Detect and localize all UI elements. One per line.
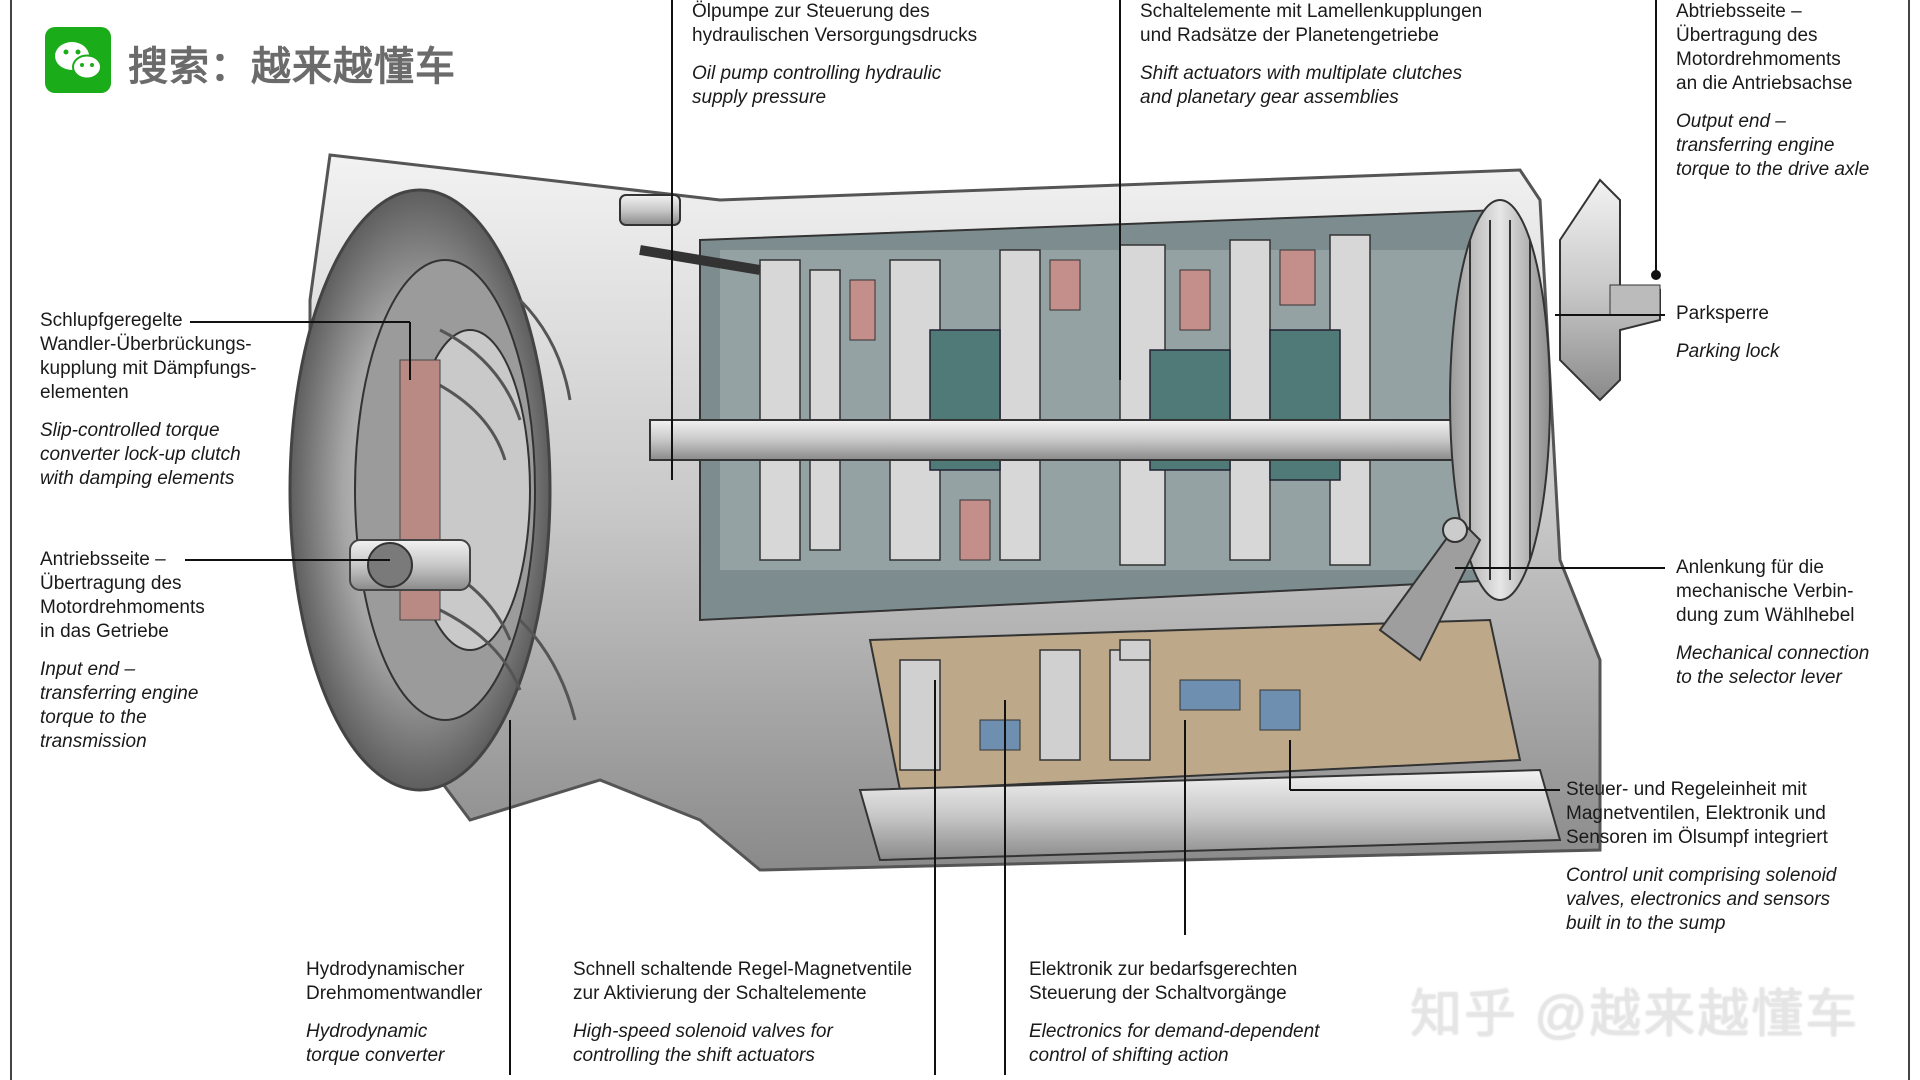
label-input-end: Antriebsseite – Übertragung des Motordre… [40,548,205,754]
label-lockup-clutch: Schlupfgeregelte Wandler-Überbrückungs- … [40,309,257,491]
label-control-unit-de: Steuer- und Regeleinheit mit Magnetventi… [1566,779,1828,848]
label-solenoid-valves-de: Schnell schaltende Regel-Magnetventile z… [573,959,913,1004]
valve-body [858,618,1562,862]
label-selector-link-en: Mechanical connection to the selector le… [1676,643,1870,688]
wechat-logo [45,27,111,93]
right-border [1908,0,1910,1080]
label-output-end: Abtriebsseite – Übertragung des Motordre… [1676,0,1869,182]
leader-lines [185,0,1665,1075]
label-parking-lock: Parksperre Parking lock [1676,302,1780,364]
label-shift-elements-de: Schaltelemente mit Lamellenkupplungen un… [1140,1,1483,46]
left-border [10,0,12,1080]
label-torque-converter-en: Hydrodynamic torque converter [306,1021,445,1066]
output-flange [1559,178,1661,402]
label-oil-pump: Ölpumpe zur Steuerung des hydraulischen … [692,0,977,110]
zhihu-watermark: 知乎 @越来越懂车 [1410,986,1860,1044]
label-control-unit: Steuer- und Regeleinheit mit Magnetventi… [1566,778,1836,936]
label-electronics-en: Electronics for demand-dependent control… [1029,1021,1320,1066]
label-torque-converter: Hydrodynamischer Drehmomentwandler Hydro… [306,958,482,1068]
label-oil-pump-en: Oil pump controlling hydraulic supply pr… [692,63,942,108]
label-parking-lock-en: Parking lock [1676,341,1780,362]
label-selector-link: Anlenkung für die mechanische Verbin- du… [1676,556,1869,690]
oil-pump-cap [619,194,761,275]
label-solenoid-valves: Schnell schaltende Regel-Magnetventile z… [573,958,912,1068]
label-electronics: Elektronik zur bedarfsgerechten Steuerun… [1029,958,1319,1068]
label-shift-elements-en: Shift actuators with multiplate clutches… [1140,63,1463,108]
label-lockup-clutch-en: Slip-controlled torque converter lock-up… [40,420,241,489]
label-solenoid-valves-en: High-speed solenoid valves for controlli… [573,1021,833,1066]
label-input-end-en: Input end – transferring engine torque t… [40,659,199,752]
label-output-end-de: Abtriebsseite – Übertragung des Motordre… [1676,1,1853,94]
label-electronics-de: Elektronik zur bedarfsgerechten Steuerun… [1029,959,1298,1004]
planetary-gearsets [649,199,1551,622]
label-parking-lock-de: Parksperre [1676,303,1769,324]
label-control-unit-en: Control unit comprising solenoid valves,… [1566,865,1837,934]
label-lockup-clutch-de: Schlupfgeregelte Wandler-Überbrückungs- … [40,310,257,403]
label-input-end-de: Antriebsseite – Übertragung des Motordre… [40,549,205,642]
label-shift-elements: Schaltelemente mit Lamellenkupplungen un… [1140,0,1482,110]
wechat-icon [55,42,102,80]
selector-lever-linkage [1378,517,1482,662]
label-torque-converter-de: Hydrodynamischer Drehmomentwandler [306,959,483,1004]
label-oil-pump-de: Ölpumpe zur Steuerung des hydraulischen … [692,1,978,46]
label-selector-link-de: Anlenkung für die mechanische Verbin- du… [1676,557,1855,626]
search-account-label: 搜索：越来越懂车 [128,45,456,89]
label-output-end-en: Output end – transferring engine torque … [1676,111,1870,180]
